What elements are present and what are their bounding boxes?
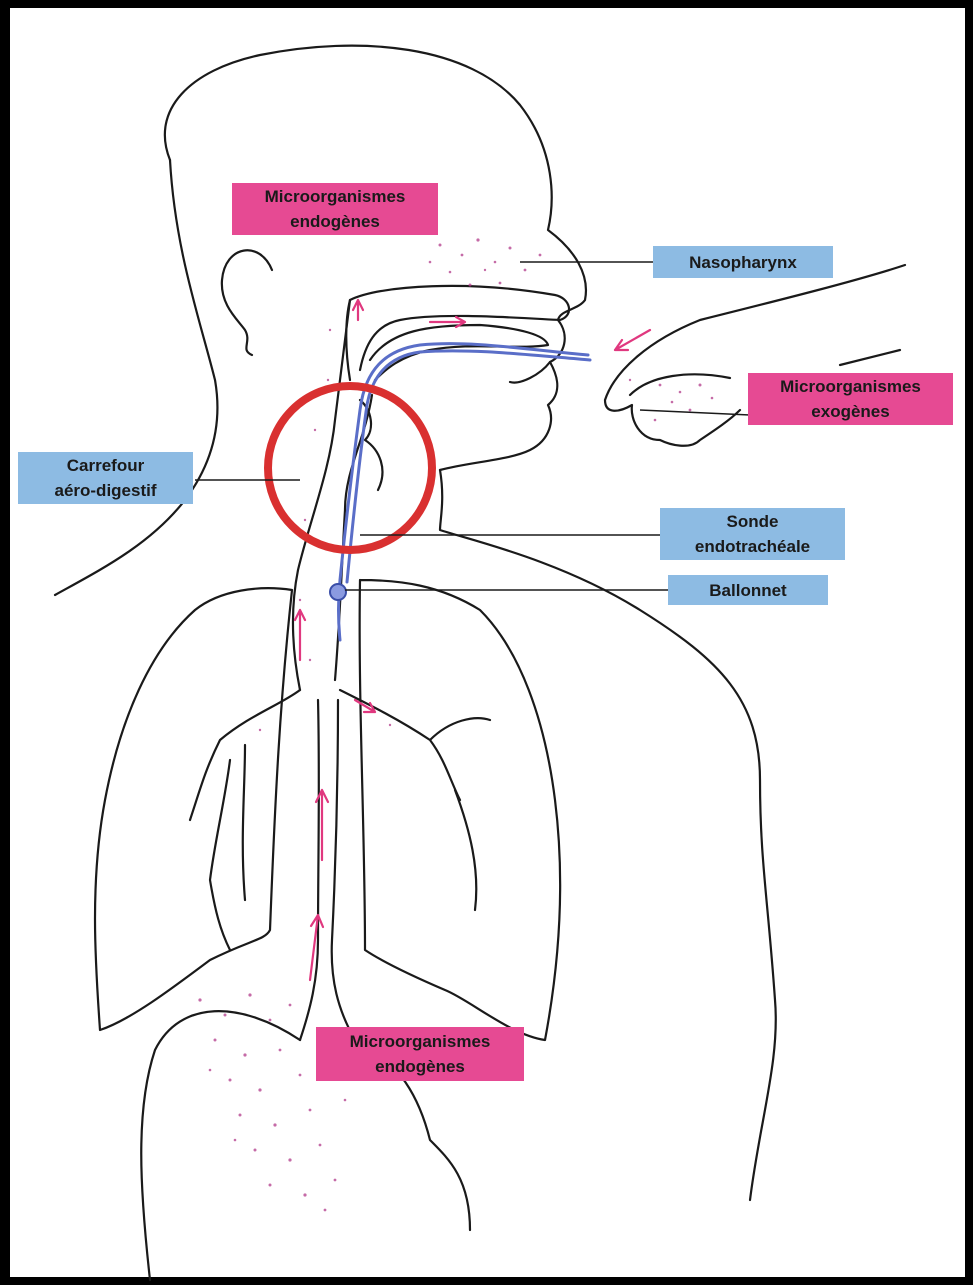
label-ballonnet: Ballonnet <box>668 575 828 605</box>
ear-icon <box>222 250 272 355</box>
epiglottis <box>360 400 382 490</box>
highlight-circle <box>268 386 432 550</box>
arrow-icon <box>295 610 305 660</box>
label-sonde: Sonde endotrachéale <box>660 508 845 560</box>
face-chin <box>510 362 550 383</box>
arrow-icon <box>615 330 650 350</box>
label-nasopharynx: Nasopharynx <box>653 246 833 278</box>
back-of-head <box>55 160 217 595</box>
label-line: endotrachéale <box>695 534 810 559</box>
label-endogenes-bottom: Microorganismes endogènes <box>316 1027 524 1081</box>
label-line: Microorganismes <box>350 1029 491 1054</box>
oral-cavity <box>346 286 569 380</box>
label-line: exogènes <box>811 399 889 424</box>
lung-right <box>360 580 561 1040</box>
label-line: Microorganismes <box>780 374 921 399</box>
label-line: endogènes <box>290 209 380 234</box>
label-line: Microorganismes <box>265 184 406 209</box>
pharynx-left <box>293 300 350 690</box>
label-line: endogènes <box>375 1054 465 1079</box>
label-exogenes: Microorganismes exogènes <box>748 373 953 425</box>
bronchus-left <box>190 690 300 950</box>
label-carrefour: Carrefour aéro-digestif <box>18 452 193 504</box>
ballonnet-cuff <box>330 584 346 600</box>
label-line: Carrefour <box>67 453 144 478</box>
label-line: Ballonnet <box>709 578 786 603</box>
label-line: Nasopharynx <box>689 250 797 275</box>
esophagus <box>300 700 355 1040</box>
head-outline <box>165 46 586 470</box>
label-line: Sonde <box>727 509 779 534</box>
arrow-icon <box>353 300 363 320</box>
label-line: aéro-digestif <box>54 478 156 503</box>
label-endogenes-top: Microorganismes endogènes <box>232 183 438 235</box>
